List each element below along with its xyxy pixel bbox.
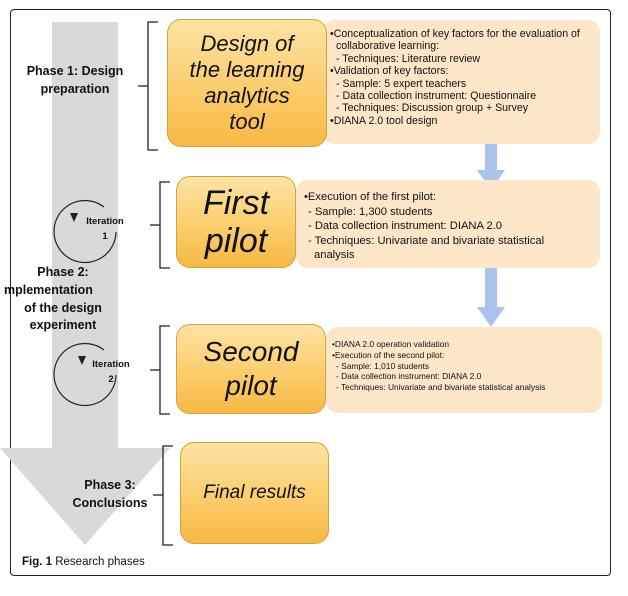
design-description-item: - Techniques: Discussion group + Survey bbox=[336, 102, 529, 115]
figure-frame bbox=[10, 9, 611, 576]
iteration1-label: Iteration 1 bbox=[70, 214, 140, 244]
second-pilot-description-panel: •DIANA 2.0 operation validation •Executi… bbox=[326, 327, 602, 413]
phase1-label-line2: preparation bbox=[40, 81, 110, 96]
first-pilot-description-list: •Execution of the first pilot: - Sample:… bbox=[304, 190, 592, 263]
design-box-line: the learning bbox=[189, 57, 305, 82]
phase3-label-line2: Conclusions bbox=[72, 495, 148, 510]
design-description-item: collaborative learning: bbox=[336, 40, 440, 53]
design-description-list: •Conceptualization of key factors for th… bbox=[330, 28, 592, 127]
phase3-bracket bbox=[162, 445, 173, 546]
phase2-label-line3: of the design bbox=[24, 300, 102, 315]
second-pilot-description-item: - Data collection instrument: DIANA 2.0 bbox=[336, 371, 482, 382]
first-pilot-box-line: pilot bbox=[204, 222, 268, 260]
design-description-item: •Validation of key factors: bbox=[330, 65, 449, 78]
iteration2-cycle-icon bbox=[53, 342, 117, 407]
final-results-box: Final results bbox=[180, 442, 329, 544]
design-description-item: - Sample: 5 expert teachers bbox=[336, 77, 467, 90]
second-pilot-box-line: Second bbox=[203, 336, 299, 367]
first-pilot-description-item: - Sample: 1,300 students bbox=[308, 205, 433, 218]
figure-caption: Fig. 1 Research phases bbox=[22, 556, 145, 568]
design-description-item: •Conceptualization of key factors for th… bbox=[330, 28, 580, 40]
phase2-label-line1: Phase 2: bbox=[37, 265, 89, 279]
phase-progress-arrow bbox=[0, 22, 170, 545]
design-description-item: - Techniques: Literature review bbox=[336, 52, 481, 65]
design-stage-box: Design of the learning analytics tool bbox=[167, 19, 327, 147]
second-pilot-description-item: •DIANA 2.0 operation validation bbox=[332, 339, 449, 349]
second-pilot-description-list: •DIANA 2.0 operation validation •Executi… bbox=[332, 339, 596, 393]
design-box-line: tool bbox=[229, 109, 265, 134]
second-pilot-description-item: - Techniques: Univariate and bivariate s… bbox=[336, 382, 546, 393]
second-pilot-box-line: pilot bbox=[225, 370, 277, 401]
phase3-label: Phase 3: Conclusions bbox=[60, 477, 160, 513]
phase3-label-line1: Phase 3: bbox=[84, 478, 136, 492]
first-pilot-description-item: analysis bbox=[314, 249, 355, 262]
design-description-panel: •Conceptualization of key factors for th… bbox=[322, 20, 600, 144]
phase1-bracket bbox=[147, 21, 158, 151]
final-results-label: Final results bbox=[203, 482, 306, 503]
first-pilot-description-item: - Data collection instrument: DIANA 2.0 bbox=[308, 220, 502, 233]
iteration2-arrowhead-icon bbox=[78, 356, 86, 365]
iteration2-label: Iteration 2 bbox=[76, 357, 146, 387]
iteration1-label-text: Iteration bbox=[86, 216, 124, 227]
second-pilot-description-item: - Sample: 1,010 students bbox=[336, 360, 430, 371]
design-description-item: - Data collection instrument: Questionna… bbox=[336, 90, 537, 103]
design-box-line: analytics bbox=[204, 83, 290, 108]
second-pilot-description-item: •Execution of the second pilot: bbox=[332, 349, 445, 360]
design-description-item: •DIANA 2.0 tool design bbox=[330, 114, 438, 127]
first-pilot-description-panel: •Execution of the first pilot: - Sample:… bbox=[296, 180, 600, 268]
iteration1-number: 1 bbox=[102, 231, 108, 243]
iteration1-cycle-icon bbox=[53, 199, 117, 264]
iteration2-label-text: Iteration bbox=[92, 359, 130, 370]
phase1-label-line1: Phase 1: Design bbox=[26, 64, 124, 78]
design-box-line: Design of bbox=[200, 31, 294, 56]
connector-2-arrow bbox=[477, 268, 505, 327]
first-pilot-description-item: •Execution of the first pilot: bbox=[304, 191, 437, 203]
phase1-label: Phase 1: Design preparation bbox=[14, 63, 136, 99]
phase2b-bracket bbox=[159, 325, 170, 415]
phase2a-bracket bbox=[159, 181, 170, 269]
figure-number: Fig. 1 bbox=[22, 556, 53, 568]
phase2-label-line2: mplementation bbox=[4, 282, 93, 297]
iteration1-arrowhead-icon bbox=[70, 213, 78, 222]
phase2-label: Phase 2: mplementation of the design exp… bbox=[4, 264, 118, 335]
first-pilot-box: First pilot bbox=[176, 176, 296, 268]
phase2-label-line4: experiment bbox=[29, 318, 97, 333]
iteration2-number: 2 bbox=[108, 374, 114, 386]
figure-caption-text: Research phases bbox=[52, 556, 145, 568]
first-pilot-description-item: - Techniques: Univariate and bivariate s… bbox=[308, 234, 545, 247]
second-pilot-box: Second pilot bbox=[176, 324, 326, 414]
first-pilot-box-line: First bbox=[202, 184, 270, 222]
